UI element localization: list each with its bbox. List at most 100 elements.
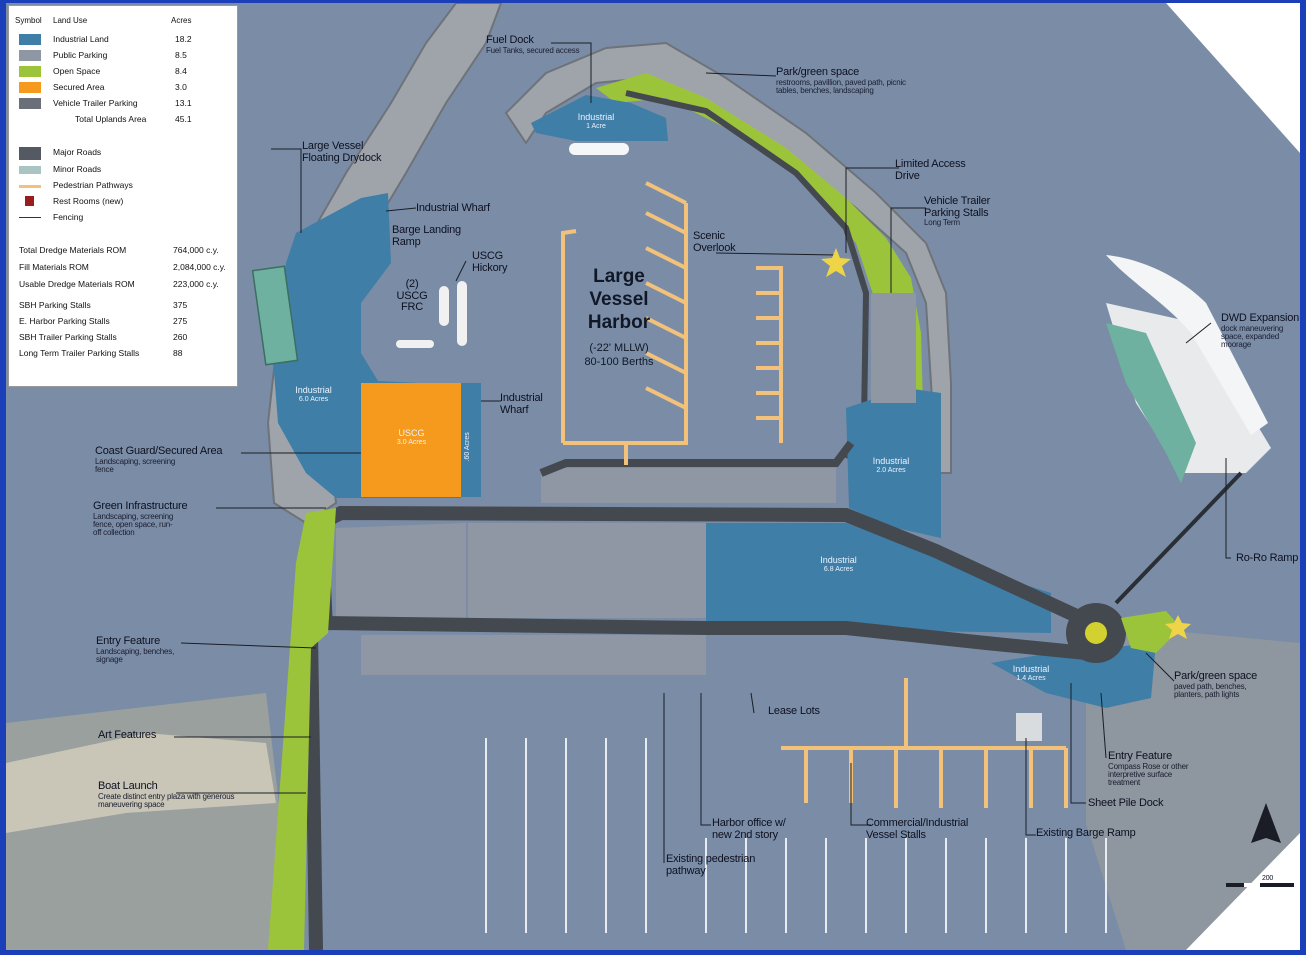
label-coast-guard: Coast Guard/Secured Area Landscaping, sc… [95, 445, 222, 474]
legend-stat-row: SBH Parking Stalls 375 [19, 299, 229, 313]
legend-swatch-pedestrian [19, 185, 41, 188]
legend-stat-row: Long Term Trailer Parking Stalls 88 [19, 347, 229, 361]
legend-swatch-secured [19, 82, 41, 93]
label-park-right: Park/green space paved path, benches, pl… [1174, 670, 1258, 699]
label-title: Entry Feature [1108, 750, 1173, 762]
label-park-top: Park/green space restrooms, pavillion, p… [776, 66, 906, 95]
area-name: Industrial [577, 112, 615, 122]
area-acres: 1.4 Acres [1016, 674, 1046, 682]
area-acres: 6.8 Acres [823, 565, 854, 573]
label-title: (2) USCG FRC [396, 278, 428, 314]
label-entry-right: Entry Feature Compass Rose or other inte… [1108, 750, 1198, 788]
label-title: Park/green space [1174, 670, 1258, 682]
label-title: Green Infrastructure [93, 500, 188, 512]
label-sub: Landscaping, benches, signage [96, 646, 175, 664]
harbor-depth: (-22' MLLW) [589, 342, 649, 354]
legend-road-name: Major Roads [53, 147, 102, 157]
area-name: Industrial [872, 456, 910, 466]
fuel-dock-industrial [531, 95, 668, 141]
label-title: Existing Barge Ramp [1036, 827, 1136, 839]
legend-road-row: Fencing [15, 211, 227, 225]
label-title: Industrial Wharf [416, 202, 490, 214]
legend-stat-row: SBH Trailer Parking Stalls 260 [19, 331, 229, 345]
label-boat-launch: Boat Launch Create distinct entry plaza … [98, 780, 238, 809]
legend-stat-row: Usable Dredge Materials ROM 223,000 c.y. [19, 278, 229, 292]
trailer-parking [871, 293, 916, 403]
legend-road-row: Rest Rooms (new) [15, 195, 227, 209]
legend-swatch-open-space [19, 66, 41, 77]
legend-row: Secured Area 3.0 [15, 81, 227, 95]
legend-land-use-acres: 3.0 [175, 82, 187, 92]
label-industrial-wharf-mid: Industrial Wharf [500, 392, 560, 416]
label-title: Harbor office w/ new 2nd story [712, 817, 786, 841]
legend-swatch-industrial [19, 34, 41, 45]
legend-total-name: Total Uplands Area [75, 114, 147, 124]
label-scenic-overlook: Scenic Overlook [693, 230, 748, 254]
label-barge-landing: Barge Landing Ramp [392, 224, 477, 248]
label-title: Boat Launch [98, 780, 158, 792]
label-title: DWD Expansion [1221, 312, 1300, 324]
legend-total-row: Total Uplands Area 45.1 [15, 113, 227, 127]
label-title: Commercial/Industrial Vessel Stalls [866, 817, 969, 841]
legend-header-symbol: Symbol [15, 16, 42, 25]
label-title: Fuel Dock [486, 34, 534, 46]
legend-row: Open Space 8.4 [15, 65, 227, 79]
uscg-frc-vessel-1 [439, 286, 449, 326]
label-title: Sheet Pile Dock [1088, 797, 1164, 809]
legend-stat-value: 88 [173, 348, 183, 358]
area-name: Industrial [820, 555, 857, 565]
area-name: Industrial [1012, 664, 1050, 674]
east-industrial [846, 388, 941, 538]
existing-barge-ramp [1016, 713, 1042, 741]
harbor-title-line: Large [593, 266, 645, 287]
label-art-features: Art Features [98, 729, 157, 742]
legend-stat-name: Long Term Trailer Parking Stalls [19, 348, 140, 358]
legend-swatch-parking [19, 50, 41, 61]
legend-stat-value: 764,000 c.y. [173, 245, 219, 255]
harbor-title-line: Harbor [587, 311, 651, 333]
green-infrastructure [268, 508, 336, 950]
label-limited-access: Limited Access Drive [895, 158, 990, 182]
label-title: Vehicle Trailer Parking Stalls [924, 195, 991, 219]
west-parking [336, 523, 466, 618]
legend-stat-value: 2,084,000 c.y. [173, 262, 226, 272]
legend-road-row: Pedestrian Pathways [15, 179, 227, 193]
dwd-green [1106, 323, 1196, 483]
legend-stat-row: Total Dredge Materials ROM 764,000 c.y. [19, 244, 229, 258]
legend-swatch-fencing [19, 217, 41, 218]
roundabout-center [1085, 622, 1107, 644]
legend-land-use-acres: 18.2 [175, 34, 192, 44]
harbor-subtitle: (-22' MLLW) 80-100 Berths [566, 341, 672, 370]
label-title: Lease Lots [768, 705, 820, 717]
label-uscg-frc: (2) USCG FRC [390, 278, 434, 314]
area-acres: 3.0 Acres [396, 438, 427, 446]
central-parking-1 [468, 523, 706, 618]
label-existing-barge: Existing Barge Ramp [1036, 827, 1136, 840]
label-title: Entry Feature [96, 635, 161, 647]
legend-land-use-name: Secured Area [53, 82, 105, 92]
legend-road-name: Minor Roads [53, 164, 102, 174]
legend-swatch-trailer [19, 98, 41, 109]
area-name: Industrial [295, 385, 332, 395]
harbor-title: Large Vessel Harbor [574, 266, 664, 334]
legend-land-use-acres: 8.4 [175, 66, 187, 76]
label-entry-left: Entry Feature Landscaping, benches, sign… [96, 635, 181, 664]
label-lease-lots: Lease Lots [768, 705, 820, 718]
label-title: Art Features [98, 729, 157, 741]
right-edge-cut [1166, 3, 1300, 153]
legend-row: Vehicle Trailer Parking 13.1 [15, 97, 227, 111]
label-roro-ramp: Ro-Ro Ramp [1236, 552, 1298, 565]
label-title: Park/green space [776, 66, 860, 78]
drydock [251, 265, 299, 366]
legend-stat-row: E. Harbor Parking Stalls 275 [19, 315, 229, 329]
label-sheet-pile: Sheet Pile Dock [1088, 797, 1164, 810]
center-industrial [706, 523, 1051, 633]
area-acres: 2.0 Acres [876, 466, 906, 474]
legend-stat-value: 375 [173, 300, 188, 310]
label-title: Industrial Wharf [500, 392, 543, 416]
label-harbor-office: Harbor office w/ new 2nd story [712, 817, 807, 841]
site-plan-map [6, 3, 1300, 950]
legend-stat-value: 223,000 c.y. [173, 279, 219, 289]
